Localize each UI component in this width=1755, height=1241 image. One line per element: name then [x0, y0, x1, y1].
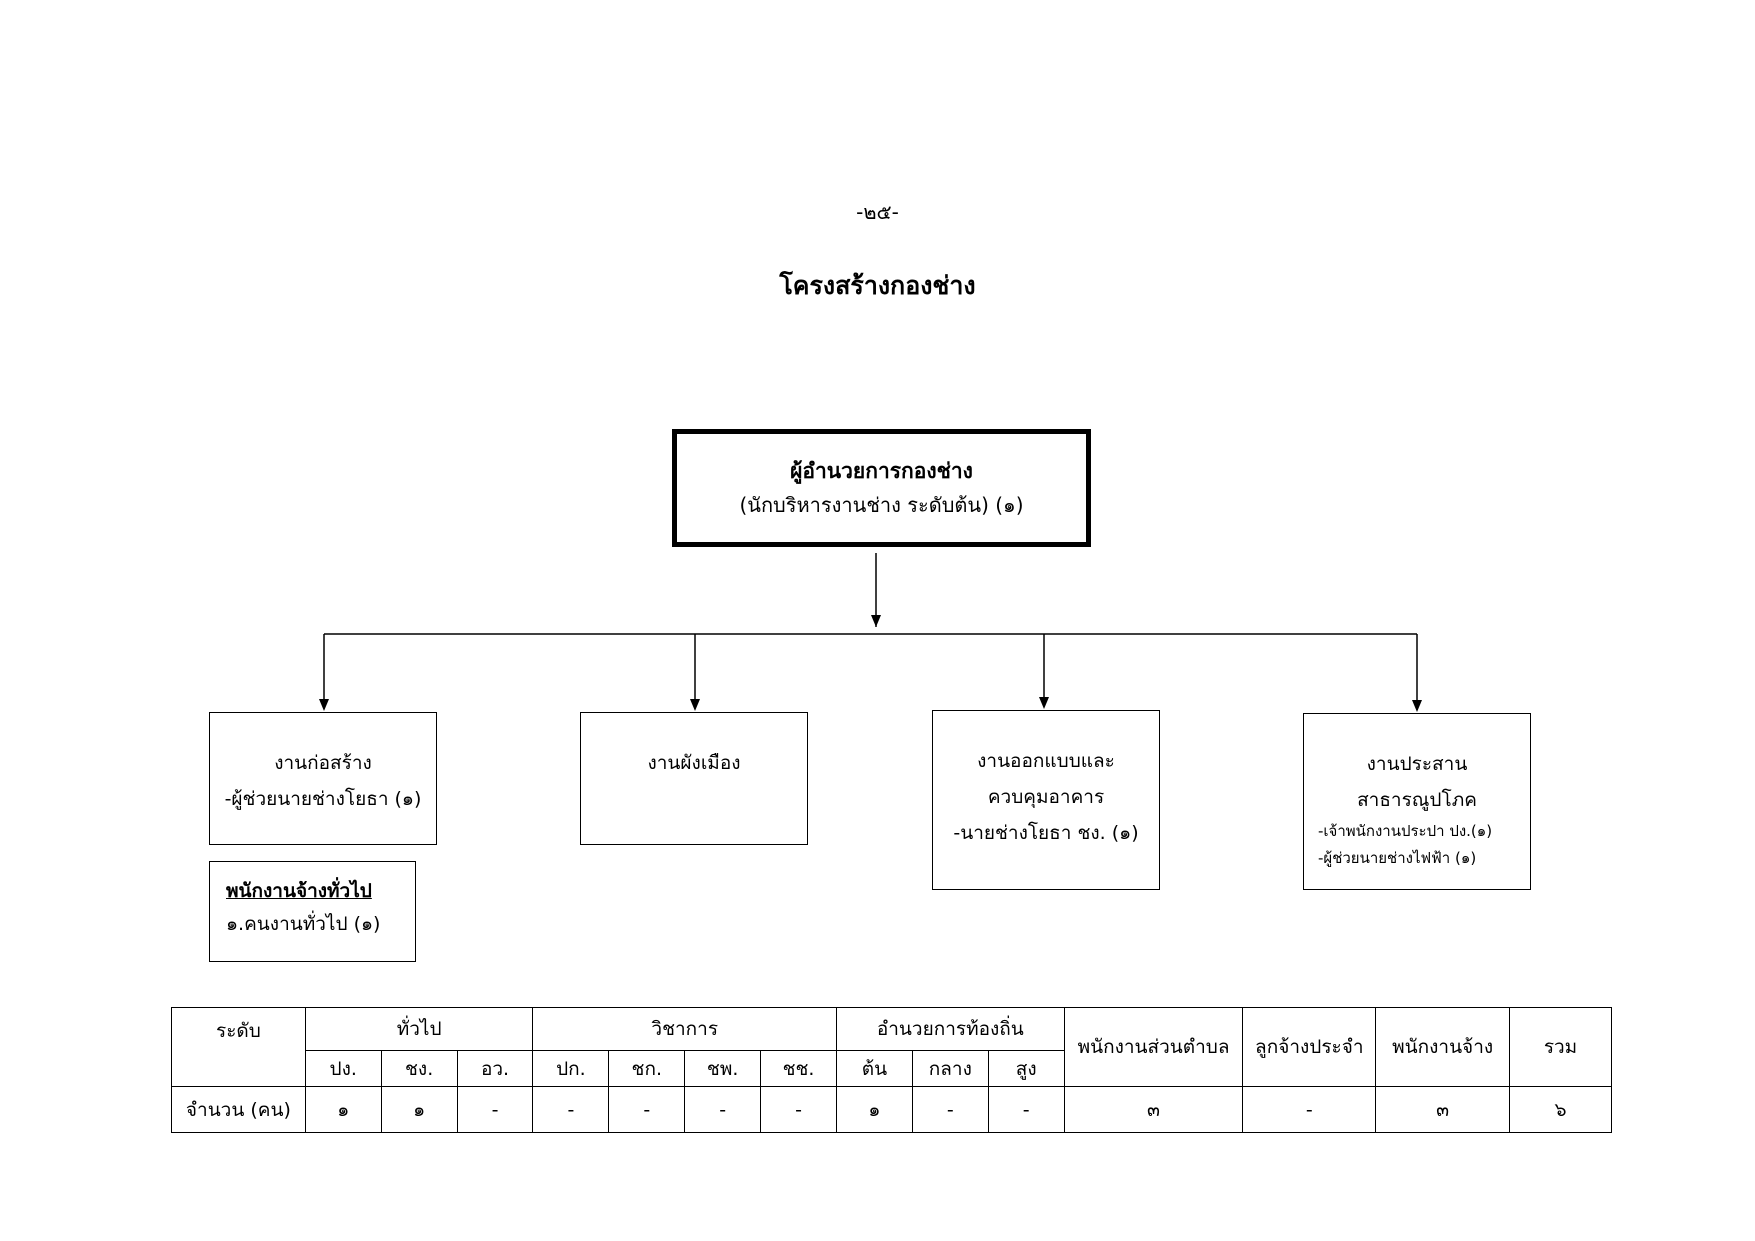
count-chg: ๑ [380, 1086, 458, 1133]
staff-summary-table: ระดับ ทั่วไป วิชาการ อำนวยการท้องถิ่น พน… [171, 1007, 1612, 1133]
arrowhead-utilities [1412, 700, 1422, 712]
table-row: จำนวน (คน) ๑ ๑ - - - - - ๑ - - ๓ - ๓ ๖ [171, 1086, 1612, 1133]
sub-pg: ปง. [304, 1050, 382, 1087]
header-local-admin: อำนวยการท้องถิ่น [836, 1007, 1065, 1051]
unit-title-utilities-2: สาธารณูปโภค [1357, 789, 1477, 811]
sub-aw: อว. [456, 1050, 534, 1087]
unit-box-design-control: งานออกแบบและ ควบคุมอาคาร -นายช่างโยธา ชง… [932, 710, 1160, 890]
count-aw: - [456, 1086, 534, 1133]
sub-klang: กลาง [911, 1050, 989, 1087]
sub-chch: ชช. [760, 1050, 837, 1087]
count-ton: ๑ [836, 1086, 913, 1133]
header-sao-staff: พนักงานส่วนตำบล [1063, 1007, 1244, 1087]
unit-box-city-planning: งานผังเมือง [580, 712, 808, 845]
unit-title-design-control-2: ควบคุมอาคาร [987, 786, 1105, 808]
arrowhead-construction [319, 699, 329, 711]
count-pg: ๑ [304, 1086, 382, 1133]
header-general: ทั่วไป [304, 1007, 534, 1051]
director-box: ผู้อำนวยการกองช่าง (นักบริหารงานช่าง ระด… [672, 429, 1091, 547]
header-permanent: ลูกจ้างประจำ [1242, 1007, 1377, 1087]
count-klang: - [911, 1086, 989, 1133]
unit-title-design-control-1: งานออกแบบและ [977, 750, 1115, 772]
header-level: ระดับ [171, 1007, 306, 1087]
unit-staff-design-control: -นายช่างโยธา ชง. (๑) [953, 822, 1139, 844]
count-chk: - [608, 1086, 686, 1133]
director-title: ผู้อำนวยการกองช่าง [790, 459, 973, 483]
table-header-row: ระดับ ทั่วไป วิชาการ อำนวยการท้องถิ่น พน… [171, 1007, 1612, 1087]
unit-staff-utilities-1: -เจ้าพนักงานประปา ปง.(๑) [1318, 822, 1493, 840]
director-subtitle: (นักบริหารงานช่าง ระดับต้น) (๑) [739, 493, 1024, 517]
general-employees-heading: พนักงานจ้างทั่วไป [226, 880, 372, 902]
general-employees-box: พนักงานจ้างทั่วไป ๑.คนงานทั่วไป (๑) [209, 861, 416, 962]
sub-pk: ปก. [532, 1050, 610, 1087]
count-contract: ๓ [1375, 1086, 1511, 1133]
unit-title-city-planning: งานผังเมือง [647, 752, 741, 774]
sub-ton: ต้น [836, 1050, 913, 1087]
arrowhead-cityplan [690, 699, 700, 711]
count-sung: - [987, 1086, 1065, 1133]
count-permanent: - [1242, 1086, 1377, 1133]
unit-staff-utilities-2: -ผู้ช่วยนายช่างไฟฟ้า (๑) [1318, 849, 1477, 867]
header-contract: พนักงานจ้าง [1375, 1007, 1511, 1087]
unit-staff-construction: -ผู้ช่วยนายช่างโยธา (๑) [224, 788, 422, 810]
count-total: ๖ [1509, 1086, 1612, 1133]
header-total: รวม [1509, 1007, 1612, 1087]
sub-chp: ชพ. [684, 1050, 762, 1087]
sub-chg: ชง. [380, 1050, 458, 1087]
document-title: โครงสร้างกองช่าง [779, 271, 976, 300]
count-chch: - [760, 1086, 837, 1133]
table-subheader-row: ปง. ชง. อว. ปก. ชก. ชพ. ชช. ต้น กลาง สูง [172, 1050, 1612, 1087]
count-pk: - [532, 1086, 610, 1133]
arrowhead-design [1039, 697, 1049, 709]
sub-sung: สูง [987, 1050, 1065, 1087]
unit-box-utilities: งานประสาน สาธารณูปโภค -เจ้าพนักงานประปา … [1303, 713, 1531, 890]
unit-title-utilities-1: งานประสาน [1366, 753, 1468, 775]
header-academic: วิชาการ [532, 1007, 837, 1051]
page-number: -๒๕- [856, 200, 899, 224]
unit-box-construction: งานก่อสร้าง -ผู้ช่วยนายช่างโยธา (๑) [209, 712, 437, 845]
head-arrowhead [871, 615, 881, 627]
count-label: จำนวน (คน) [171, 1086, 306, 1133]
count-chp: - [684, 1086, 762, 1133]
count-sao-staff: ๓ [1063, 1086, 1244, 1133]
unit-title-construction: งานก่อสร้าง [274, 752, 372, 774]
sub-chk: ชก. [608, 1050, 686, 1087]
general-employees-item: ๑.คนงานทั่วไป (๑) [226, 913, 381, 935]
